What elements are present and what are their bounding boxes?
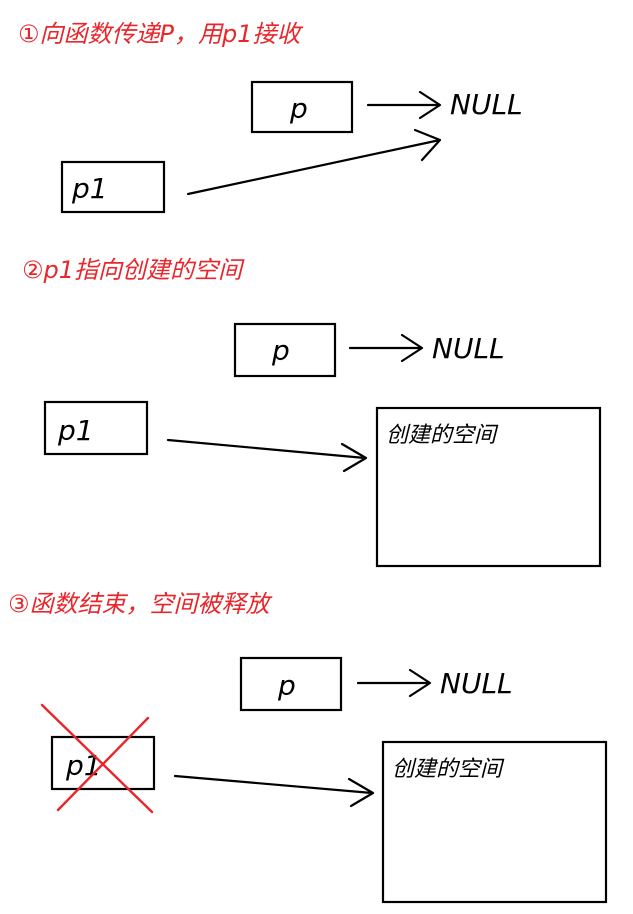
step-1-null-label: NULL [450, 88, 523, 121]
step-2-p1-box [43, 400, 149, 456]
step-2-space-box [375, 406, 602, 568]
step-2-p-label: p [271, 334, 290, 367]
step-1-p-box [250, 80, 354, 134]
step-2-p1-label: p1 [57, 414, 94, 447]
step-3-p1-cross-mark [40, 703, 154, 814]
step-3-p1-to-space-arrow [173, 774, 375, 808]
step-2-heading: ②p1指向创建的空间 [22, 256, 245, 284]
step-3: ③函数结束，空间被释放 p NULL p1 创建的空间 [8, 590, 608, 904]
step-3-space-box [381, 740, 608, 904]
step-2: ②p1指向创建的空间 p NULL p1 创建的空间 [22, 256, 602, 568]
step-2-p1-to-space-arrow [166, 438, 368, 473]
step-3-p-box [239, 656, 343, 712]
step-1: ①向函数传递P，用p1接收 p NULL p1 [18, 20, 523, 214]
step-3-p1-label: p1 [65, 749, 102, 782]
step-1-heading: ①向函数传递P，用p1接收 [18, 20, 303, 48]
step-1-p1-label: p1 [71, 172, 108, 205]
step-2-p-box [233, 322, 337, 378]
step-3-p-label: p [277, 669, 296, 702]
step-1-p1-box [60, 160, 166, 214]
step-3-null-label: NULL [440, 667, 513, 700]
cross-stroke-2 [56, 716, 150, 812]
step-2-null-label: NULL [432, 332, 505, 365]
step-1-p1-to-null-arrow [186, 128, 442, 196]
step-2-p-to-null-arrow [348, 333, 424, 363]
step-1-p-to-null-arrow [366, 90, 442, 120]
step-3-heading: ③函数结束，空间被释放 [8, 590, 274, 618]
step-2-space-label: 创建的空间 [386, 423, 499, 448]
cross-stroke-1 [40, 703, 154, 814]
step-3-space-label: 创建的空间 [392, 757, 505, 782]
step-3-p1-box [50, 735, 156, 791]
step-1-p-label: p [289, 92, 308, 125]
step-3-p-to-null-arrow [356, 668, 432, 698]
